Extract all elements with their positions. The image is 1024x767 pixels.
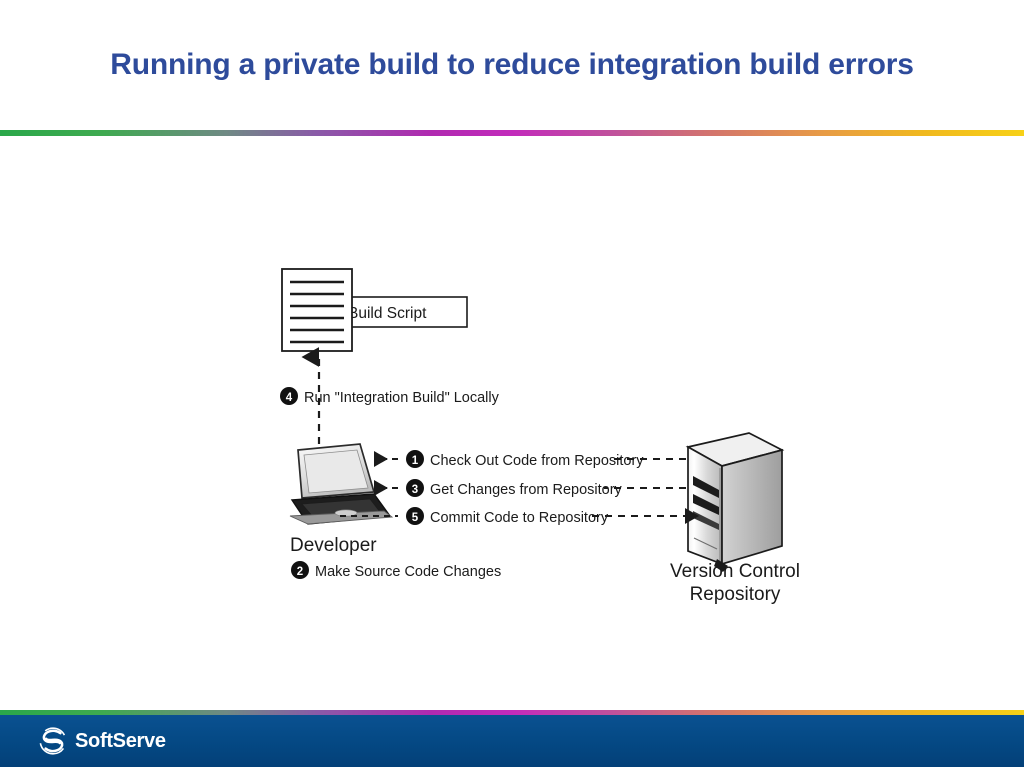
footer-gradient-divider <box>0 710 1024 715</box>
slide-header: Running a private build to reduce integr… <box>0 0 1024 130</box>
step-3-bullet-circle <box>406 479 424 497</box>
build-script-label-box: Build Script <box>336 296 468 328</box>
step-5-bullet-circle <box>406 507 424 525</box>
page-title: Running a private build to reduce integr… <box>110 48 914 81</box>
step-2-caption: 2 Make Source Code Changes <box>291 561 501 580</box>
step-5-text: Commit Code to Repository <box>430 510 609 526</box>
private-build-workflow-diagram: Build Script 4 <box>262 254 802 604</box>
step-2-bullet-circle <box>291 561 309 579</box>
step-2-text: Make Source Code Changes <box>315 564 501 580</box>
repository-label-line1: Version Control <box>670 561 800 582</box>
step-1-number: 1 <box>412 455 419 467</box>
step-1-text: Check Out Code from Repository <box>430 453 644 469</box>
brand-lockup: SoftServe <box>38 724 166 758</box>
step-5-number: 5 <box>412 512 419 524</box>
slide-footer: SoftServe <box>0 715 1024 767</box>
step-1-caption: 1 Check Out Code from Repository <box>406 450 644 469</box>
step-4-text: Run "Integration Build" Locally <box>304 390 500 406</box>
brand-name: SoftServe <box>75 730 166 752</box>
build-script-label: Build Script <box>348 305 427 322</box>
header-gradient-divider <box>0 130 1024 136</box>
version-control-server-tower-icon <box>685 432 785 572</box>
step-4-caption: 4 Run "Integration Build" Locally <box>280 387 500 406</box>
build-script-document-icon <box>281 268 353 352</box>
step-4-bullet-circle <box>280 387 298 405</box>
developer-laptop-icon <box>289 443 394 525</box>
softserve-swirl-s-icon <box>39 727 67 755</box>
step-4-number: 4 <box>286 392 293 404</box>
step-3-caption: 3 Get Changes from Repository <box>406 479 623 498</box>
step-5-caption: 5 Commit Code to Repository <box>406 507 609 526</box>
repository-label-line2: Repository <box>690 584 781 604</box>
workflow-diagram-svg: Build Script 4 <box>280 268 800 604</box>
step-3-text: Get Changes from Repository <box>430 482 623 498</box>
developer-label: Developer <box>290 535 377 556</box>
step-2-number: 2 <box>297 566 303 578</box>
step-1-bullet-circle <box>406 450 424 468</box>
slide-content-area: Build Script 4 <box>0 136 1024 710</box>
step-3-number: 3 <box>412 484 418 496</box>
